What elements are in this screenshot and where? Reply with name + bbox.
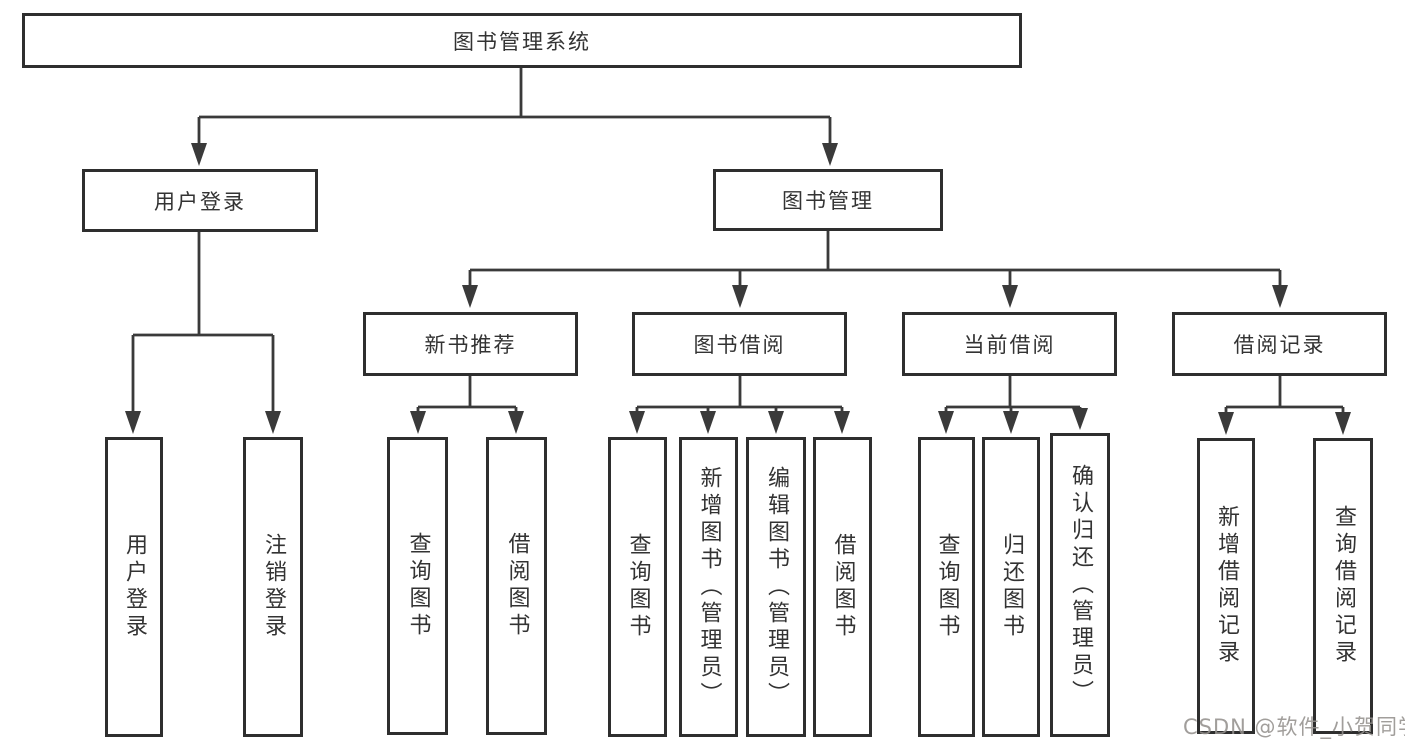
node-cb-return-books-label: 归还图书 (999, 533, 1024, 641)
node-bb-query-books-label: 查询图书 (625, 533, 651, 641)
node-br-add-record: 新增借阅记录 (1197, 438, 1255, 734)
node-bb-borrow-books: 借阅图书 (813, 437, 872, 737)
node-bb-add-books-admin-label: 新增图书（管理员） (696, 465, 722, 709)
node-nbr-borrow-books: 借阅图书 (486, 437, 547, 735)
node-cb-query-books-label: 查询图书 (934, 533, 960, 641)
node-cb-confirm-return-admin-label: 确认归还（管理员） (1068, 463, 1093, 707)
node-cb-return-books: 归还图书 (982, 437, 1040, 737)
node-br-query-record: 查询借阅记录 (1313, 438, 1373, 734)
node-current-borrowing: 当前借阅 (902, 312, 1117, 376)
node-user-login-leaf: 用户登录 (105, 437, 163, 737)
node-nbr-query-books-label: 查询图书 (405, 532, 431, 640)
node-nbr-query-books: 查询图书 (387, 437, 448, 735)
node-borrowing-records: 借阅记录 (1172, 312, 1387, 376)
node-cb-query-books: 查询图书 (918, 437, 975, 737)
connector-book-borrow-branch (635, 376, 844, 418)
node-cb-confirm-return-admin: 确认归还（管理员） (1050, 433, 1110, 737)
node-bb-edit-books-admin-label: 编辑图书（管理员） (764, 465, 789, 709)
connector-user-login-branch (131, 232, 275, 418)
node-bb-query-books: 查询图书 (608, 437, 667, 737)
connector-root-branch (197, 68, 832, 150)
node-logout: 注销登录 (243, 437, 303, 737)
csdn-watermark: CSDN @软件_小贺同学 (1183, 715, 1405, 739)
connector-book-mgmt-branch (468, 231, 1282, 292)
node-logout-label: 注销登录 (261, 533, 286, 641)
node-book-borrowing: 图书借阅 (632, 312, 847, 376)
connector-new-book-branch (416, 376, 518, 418)
node-new-book-recommend: 新书推荐 (363, 312, 578, 376)
node-user-login-leaf-label: 用户登录 (122, 533, 147, 641)
node-br-query-record-label: 查询借阅记录 (1331, 505, 1356, 667)
node-bb-edit-books-admin: 编辑图书（管理员） (746, 437, 806, 737)
node-bb-borrow-books-label: 借阅图书 (830, 533, 856, 641)
node-bb-add-books-admin: 新增图书（管理员） (679, 437, 738, 737)
node-nbr-borrow-books-label: 借阅图书 (504, 532, 530, 640)
connector-current-borrow-branch (944, 376, 1082, 418)
node-user-login: 用户登录 (82, 169, 318, 232)
connector-borrow-record-branch (1224, 376, 1345, 419)
node-br-add-record-label: 新增借阅记录 (1214, 505, 1239, 667)
node-root-system: 图书管理系统 (22, 13, 1022, 68)
node-book-management: 图书管理 (713, 169, 943, 231)
